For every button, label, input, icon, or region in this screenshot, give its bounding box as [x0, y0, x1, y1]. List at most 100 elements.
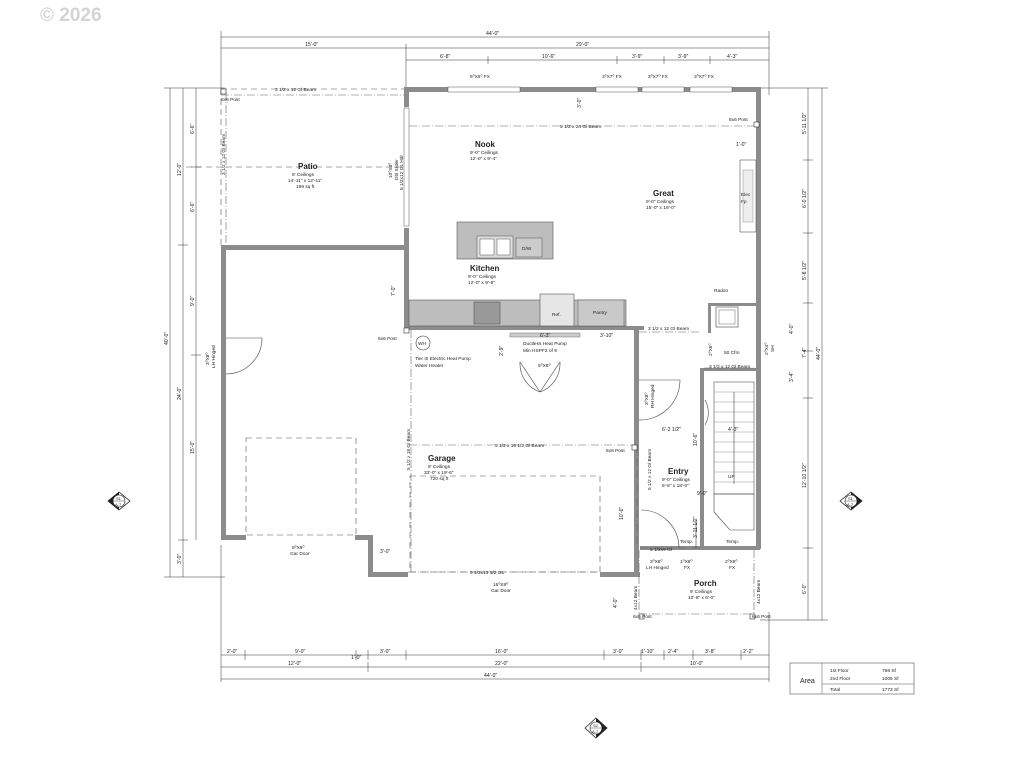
- area-row-2-value: 1005 Sf: [882, 676, 899, 682]
- porch-size: 10'-8" x 6'-0": [688, 595, 715, 601]
- dim-left-lower: 24'-0": [177, 387, 183, 400]
- cfm-label: 50 Cfm: [724, 350, 739, 356]
- section-marker-west: S1 A-7: [107, 491, 131, 511]
- fx2-2: FX: [729, 565, 736, 571]
- patio-size: 14'-11" x 12'-11": [288, 178, 322, 184]
- dim-left-total: 40'-0": [164, 332, 170, 345]
- beam-garage-bot: 5 1/2x13 1/2 GL: [470, 570, 504, 576]
- gar-door-main-2: Gar Door: [491, 588, 511, 594]
- dim-right-seg-2: 6'-0 1/2": [802, 189, 808, 208]
- dim-bottom-seg-2: 9'-0": [295, 649, 305, 655]
- porch-ceiling: 9' Ceilings: [690, 589, 713, 595]
- patio-name: Patio: [298, 162, 318, 171]
- dim-right-total: 44'-0": [816, 347, 822, 360]
- dim-bottom-mid-right: 10'-0": [690, 661, 703, 667]
- int-dim-10: 9'-0": [697, 491, 707, 497]
- int-dim-8: 4'-3": [728, 427, 738, 433]
- area-table: Area 1st Floor 768 Sf 2nd Floor 1005 Sf …: [789, 662, 915, 695]
- dim-top-left: 15'-0": [305, 42, 318, 48]
- dim-right-seg-1: 5'-11 1/2": [802, 112, 808, 134]
- nook-name: Nook: [475, 140, 496, 149]
- slider-label: 10⁰X8⁰: [388, 163, 394, 178]
- kitchen-name: Kitchen: [470, 264, 499, 273]
- area-row-1-value: 768 Sf: [882, 668, 897, 674]
- dim-bottom-seg-4: 3'-0": [380, 649, 390, 655]
- copyright: © 2026: [40, 5, 102, 26]
- entry-ceiling: 9'-0" Ceilings: [662, 477, 691, 483]
- post-label-5: 6x6 Post: [633, 614, 652, 620]
- dim-top-right: 29'-0": [576, 42, 589, 48]
- area-row-3-label: Total: [830, 687, 840, 693]
- dim-right-seg-3: 5'-8 1/2": [802, 261, 808, 280]
- dim-bottom-mid-center: 22'-0": [495, 661, 508, 667]
- dim-left-upper-seg-1: 6'-6": [190, 124, 196, 134]
- post-label-4: 6x6 Post: [606, 448, 625, 454]
- dim-left-lower-seg-2: 15'-0": [190, 441, 196, 454]
- section-marker-west-top: S1: [116, 496, 122, 501]
- elec-fp-label: Elec: [741, 192, 751, 198]
- garage-name: Garage: [428, 454, 456, 463]
- int-dim-3: 7'-0": [391, 286, 397, 296]
- entry-size: 5'-8" x 18'-0": [662, 483, 689, 489]
- int-dim-2: 1'-0": [736, 142, 746, 148]
- fx2: 2⁰X8⁰: [725, 559, 737, 565]
- fireplace: Elec Fp: [739, 159, 757, 233]
- cfm-window: 2⁰X6⁰: [708, 344, 714, 356]
- great-name: Great: [653, 189, 674, 198]
- sh-window-2: SH: [770, 345, 776, 352]
- dim-right-seg-6: 3'-4": [789, 372, 795, 382]
- wh-label: WH: [418, 341, 427, 347]
- dim-left-bottom: 3'-0": [177, 554, 183, 564]
- dim-left-lower-seg-1: 9'-0": [190, 296, 196, 306]
- water-heater-label: Tier III Electric Heat Pump: [415, 356, 471, 362]
- kitchen-fixtures: D/W Ref. Pantry: [408, 221, 627, 327]
- great-size: 15'-0" x 19'-0": [646, 205, 676, 211]
- beam-stair: 3 1/2 x 12 Gl Beam: [648, 326, 689, 332]
- post-label-3: 6x6 Post: [378, 336, 397, 342]
- dim-bottom-seg-9: 3'-8": [705, 649, 715, 655]
- lh-hinged-left: 3⁰X8⁰: [205, 353, 211, 365]
- dim-bottom-seg-6: 3'-0": [613, 649, 623, 655]
- section-marker-east: S1 A-7: [839, 491, 863, 511]
- beam-porch-l: 4x12 Beam: [633, 586, 639, 610]
- beam-slider: 5 1/2x12 GL Hdr: [399, 155, 405, 190]
- int-dim-7: 6'-2 1/2": [662, 427, 681, 433]
- porch-name: Porch: [694, 579, 717, 588]
- garage-size: 33'-0" x 19'-6": [424, 470, 454, 476]
- dim-top-seg-1: 6'-8": [440, 54, 450, 60]
- gar-door-left-2: Gar Door: [290, 551, 310, 557]
- callouts: 10⁰X8⁰ Dbl Slider 3⁰X8⁰ LH Hinged 3⁰X8⁰ …: [205, 159, 776, 594]
- area-row-2-label: 2nd Floor: [830, 676, 851, 682]
- water-heater: WH Tier III Electric Heat Pump Water Hea…: [415, 332, 581, 369]
- gar-door-main: 16⁰X8⁰: [493, 582, 508, 588]
- beam-entry: 5 1/2 x 12 Gl Beam: [647, 449, 653, 490]
- door-5x8: 5⁰X8⁰: [538, 363, 550, 369]
- garage-area: 720 sq ft: [430, 476, 449, 482]
- room-labels: Patio 9' Ceilings 14'-11" x 12'-11" 199 …: [288, 140, 717, 601]
- area-row-1-label: 1st Floor: [830, 668, 849, 674]
- windows: 6⁰X5⁰ FX 3⁰X7⁰ FX 3⁰X7⁰ FX 3⁰X7⁰ FX: [403, 74, 733, 227]
- dimension-lines: 44'-0" 15'-0" 29'-0" 6'-8" 10'-6" 3'-9" …: [164, 31, 828, 682]
- section-marker-east-bottom: A-7: [847, 502, 854, 507]
- stairs: UP: [713, 381, 755, 531]
- dim-right-seg-4: 4'-0": [789, 324, 795, 334]
- ref-label: Ref.: [552, 312, 561, 318]
- stairs-up-label: UP: [728, 474, 735, 480]
- beam-stair2: 3 1/2 x 12 Gl Beam: [709, 364, 750, 370]
- rh-hinged-2: RH Hinged: [650, 384, 656, 408]
- dim-bottom-seg-1: 2'-0": [227, 649, 237, 655]
- int-dim-11: 10'-6": [619, 507, 625, 520]
- beam-porch: 5 1/2x9 Gl: [650, 547, 672, 553]
- entry-name: Entry: [668, 467, 689, 476]
- dishwasher-label: D/W: [522, 246, 532, 252]
- fx1: 1⁰X8⁰: [680, 559, 692, 565]
- window-1: 6⁰X5⁰ FX: [470, 74, 491, 80]
- dim-right-seg-7: 12'-10 1/2": [802, 463, 808, 488]
- window-2: 3⁰X7⁰ FX: [602, 74, 623, 80]
- slider-label-2: Dbl Slider: [394, 159, 400, 180]
- dim-bottom-total: 44'-0": [484, 673, 497, 679]
- utility: Radon 50 Cfm: [714, 288, 739, 356]
- fx1-2: FX: [684, 565, 691, 571]
- beam-patio-side: 3 1/2 x 12 Gl Beam: [221, 134, 227, 175]
- dim-left-upper-seg-2: 6'-6": [190, 202, 196, 212]
